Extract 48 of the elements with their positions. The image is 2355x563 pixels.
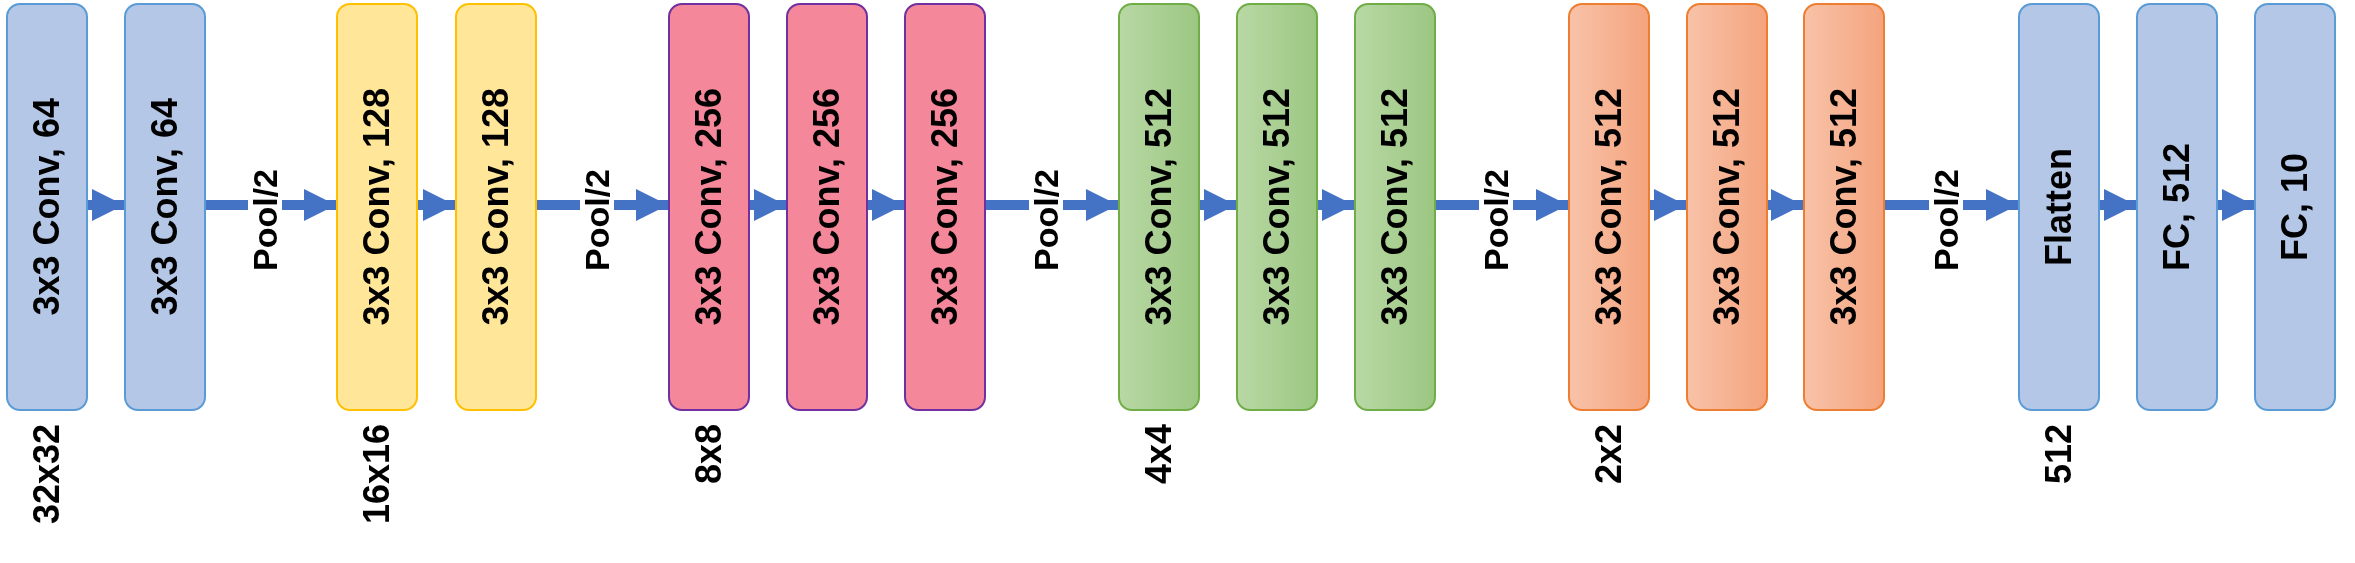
layer-label: FC, 10 [2277,152,2313,261]
layer-box [2018,3,2100,411]
layer-label: 3x3 Conv, 128 [359,88,395,326]
layer-box [1803,3,1885,411]
arrow [88,189,124,221]
arrow [2100,189,2136,221]
feature-map-size: 16x16 [359,424,395,525]
arrow [1768,189,1803,221]
arrow [2218,189,2254,221]
layer-label: FC, 512 [2159,142,2195,272]
layer-label: 3x3 Conv, 256 [691,88,727,326]
layer-label: 3x3 Conv, 256 [809,88,845,326]
layer-box [1686,3,1768,411]
layer-box [2254,3,2336,411]
arrow [1318,189,1354,221]
layer-label: 3x3 Conv, 512 [1259,88,1295,326]
layer-label: 3x3 Conv, 128 [478,88,514,326]
layer-box [904,3,986,411]
layer-box [6,3,88,411]
layer-label: 3x3 Conv, 64 [29,98,65,316]
arrow [1200,189,1236,221]
arrow [1650,189,1686,221]
layer-box [2136,3,2218,411]
feature-map-size: 32x32 [29,424,65,525]
layer-label: 3x3 Conv, 64 [147,98,183,316]
feature-map-size: 2x2 [1591,424,1627,485]
layer-label: 3x3 Conv, 512 [1591,88,1627,326]
layer-label: 3x3 Conv, 512 [1826,88,1862,326]
layer-box [124,3,206,411]
arrow [750,189,786,221]
layer-box [455,3,537,411]
layer-box [1236,3,1318,411]
feature-map-size: 8x8 [691,424,727,485]
arrow [868,189,904,221]
layer-box [668,3,750,411]
layer-label: 3x3 Conv, 256 [927,88,963,326]
feature-map-size: 4x4 [1141,424,1177,485]
layer-box [1118,3,1200,411]
layer-box [786,3,868,411]
layer-box [1354,3,1436,411]
layer-label: 3x3 Conv, 512 [1141,88,1177,326]
feature-map-size: 512 [2041,424,2077,485]
layer-label: 3x3 Conv, 512 [1709,88,1745,326]
layer-box [336,3,418,411]
layer-box [1568,3,1650,411]
layer-label: Flatten [2041,148,2077,266]
arrow [418,189,455,221]
layer-label: 3x3 Conv, 512 [1377,88,1413,326]
